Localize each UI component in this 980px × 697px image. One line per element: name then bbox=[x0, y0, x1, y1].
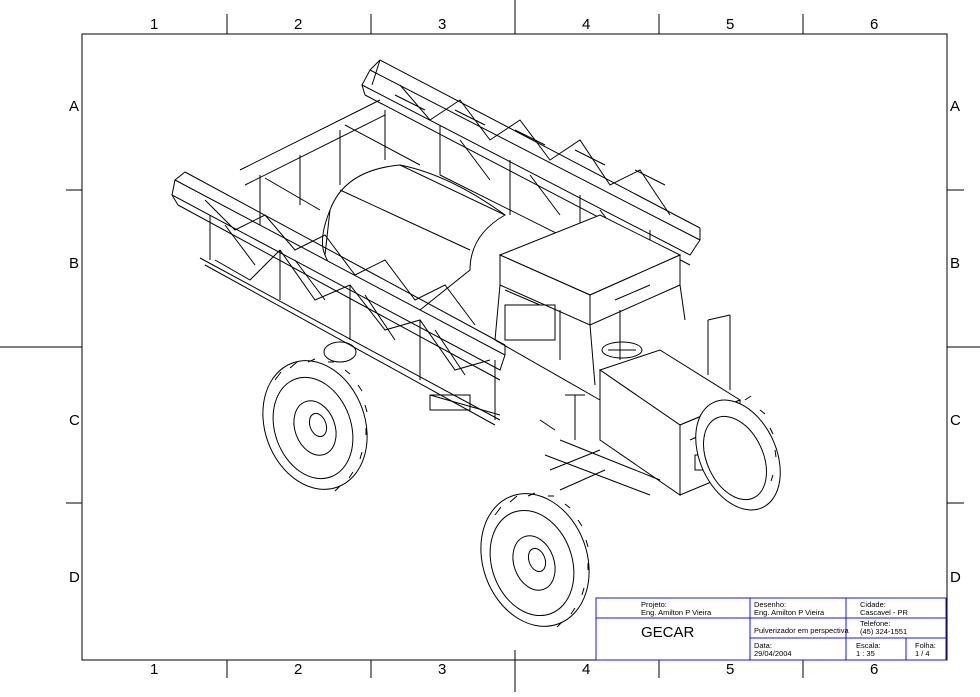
bottom-col-6: 6 bbox=[870, 661, 879, 678]
bottom-col-4: 4 bbox=[582, 661, 591, 678]
drawing-description: Pulverizador em perspectiva bbox=[754, 626, 849, 635]
top-col-3: 3 bbox=[438, 16, 447, 33]
data-label: Data: bbox=[754, 641, 772, 650]
bottom-col-1: 1 bbox=[150, 661, 159, 678]
boom-frame bbox=[239, 99, 421, 230]
bottom-zone-ticks bbox=[226, 650, 804, 692]
boom-rear bbox=[361, 59, 701, 281]
wheel-rear-left bbox=[262, 358, 368, 492]
chassis bbox=[429, 339, 661, 496]
boom-front bbox=[171, 171, 506, 426]
wheel-front-right bbox=[695, 395, 781, 511]
top-col-5: 5 bbox=[726, 16, 735, 33]
top-col-1: 1 bbox=[150, 16, 159, 33]
top-col-4: 4 bbox=[582, 16, 591, 33]
top-zone-ticks bbox=[226, 0, 804, 34]
left-row-d: D bbox=[69, 569, 80, 586]
telefone-value: (45) 324-1551 bbox=[860, 627, 908, 636]
left-row-c: C bbox=[69, 412, 80, 429]
company-name: GECAR bbox=[641, 624, 695, 641]
left-row-a: A bbox=[69, 98, 80, 115]
top-col-2: 2 bbox=[294, 16, 303, 33]
cidade-value: Cascavel - PR bbox=[860, 608, 908, 617]
right-row-b: B bbox=[950, 255, 961, 272]
telefone-label: Telefone: bbox=[860, 619, 891, 628]
right-row-a: A bbox=[950, 98, 961, 115]
cab bbox=[494, 214, 686, 386]
tank bbox=[321, 164, 507, 311]
title-block bbox=[595, 597, 947, 661]
left-zone-ticks bbox=[0, 189, 82, 504]
right-zone-ticks bbox=[947, 189, 980, 504]
sprayer-illustration bbox=[171, 59, 781, 628]
escala-label: Escala: bbox=[856, 641, 881, 650]
cidade-label: Cidade: bbox=[860, 600, 886, 609]
bottom-col-2: 2 bbox=[294, 661, 303, 678]
projeto-value: Eng. Amilton P Vieira bbox=[641, 608, 712, 617]
desenho-label: Desenho: bbox=[754, 600, 787, 609]
projeto-label: Projeto: bbox=[641, 600, 667, 609]
wheel-rear-right-hub bbox=[323, 341, 357, 363]
left-row-b: B bbox=[69, 255, 80, 272]
right-row-c: C bbox=[950, 412, 961, 429]
escala-value: 1 : 35 bbox=[856, 649, 875, 658]
top-col-6: 6 bbox=[870, 16, 879, 33]
wheel-front-left bbox=[480, 492, 590, 628]
bottom-col-5: 5 bbox=[726, 661, 735, 678]
bottom-col-3: 3 bbox=[438, 661, 447, 678]
folha-label: Folha: bbox=[915, 641, 936, 650]
data-value: 29/04/2004 bbox=[754, 649, 792, 658]
desenho-value: Eng. Amilton P Vieira bbox=[754, 608, 825, 617]
right-row-d: D bbox=[950, 569, 961, 586]
folha-value: 1 / 4 bbox=[915, 649, 930, 658]
